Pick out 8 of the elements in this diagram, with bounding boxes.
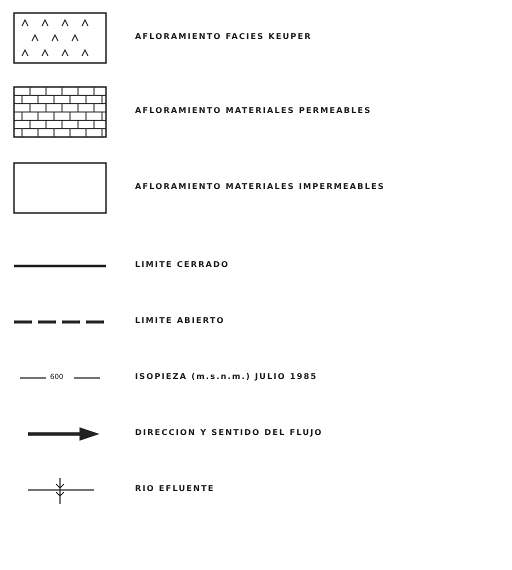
legend-text: LIMITE CERRADO xyxy=(135,260,230,269)
legend-text: RIO EFLUENTE xyxy=(135,484,215,493)
legend-text: AFLORAMIENTO FACIES KEUPER xyxy=(135,32,312,41)
legend-text: ISOPIEZA (m.s.n.m.) JULIO 1985 xyxy=(135,372,318,381)
legend-text: AFLORAMIENTO MATERIALES PERMEABLES xyxy=(135,106,372,115)
legend-text: AFLORAMIENTO MATERIALES IMPERMEABLES xyxy=(135,182,385,191)
legend-text: DIRECCION Y SENTIDO DEL FLUJO xyxy=(135,428,323,437)
legend-text: LIMITE ABIERTO xyxy=(135,316,225,325)
